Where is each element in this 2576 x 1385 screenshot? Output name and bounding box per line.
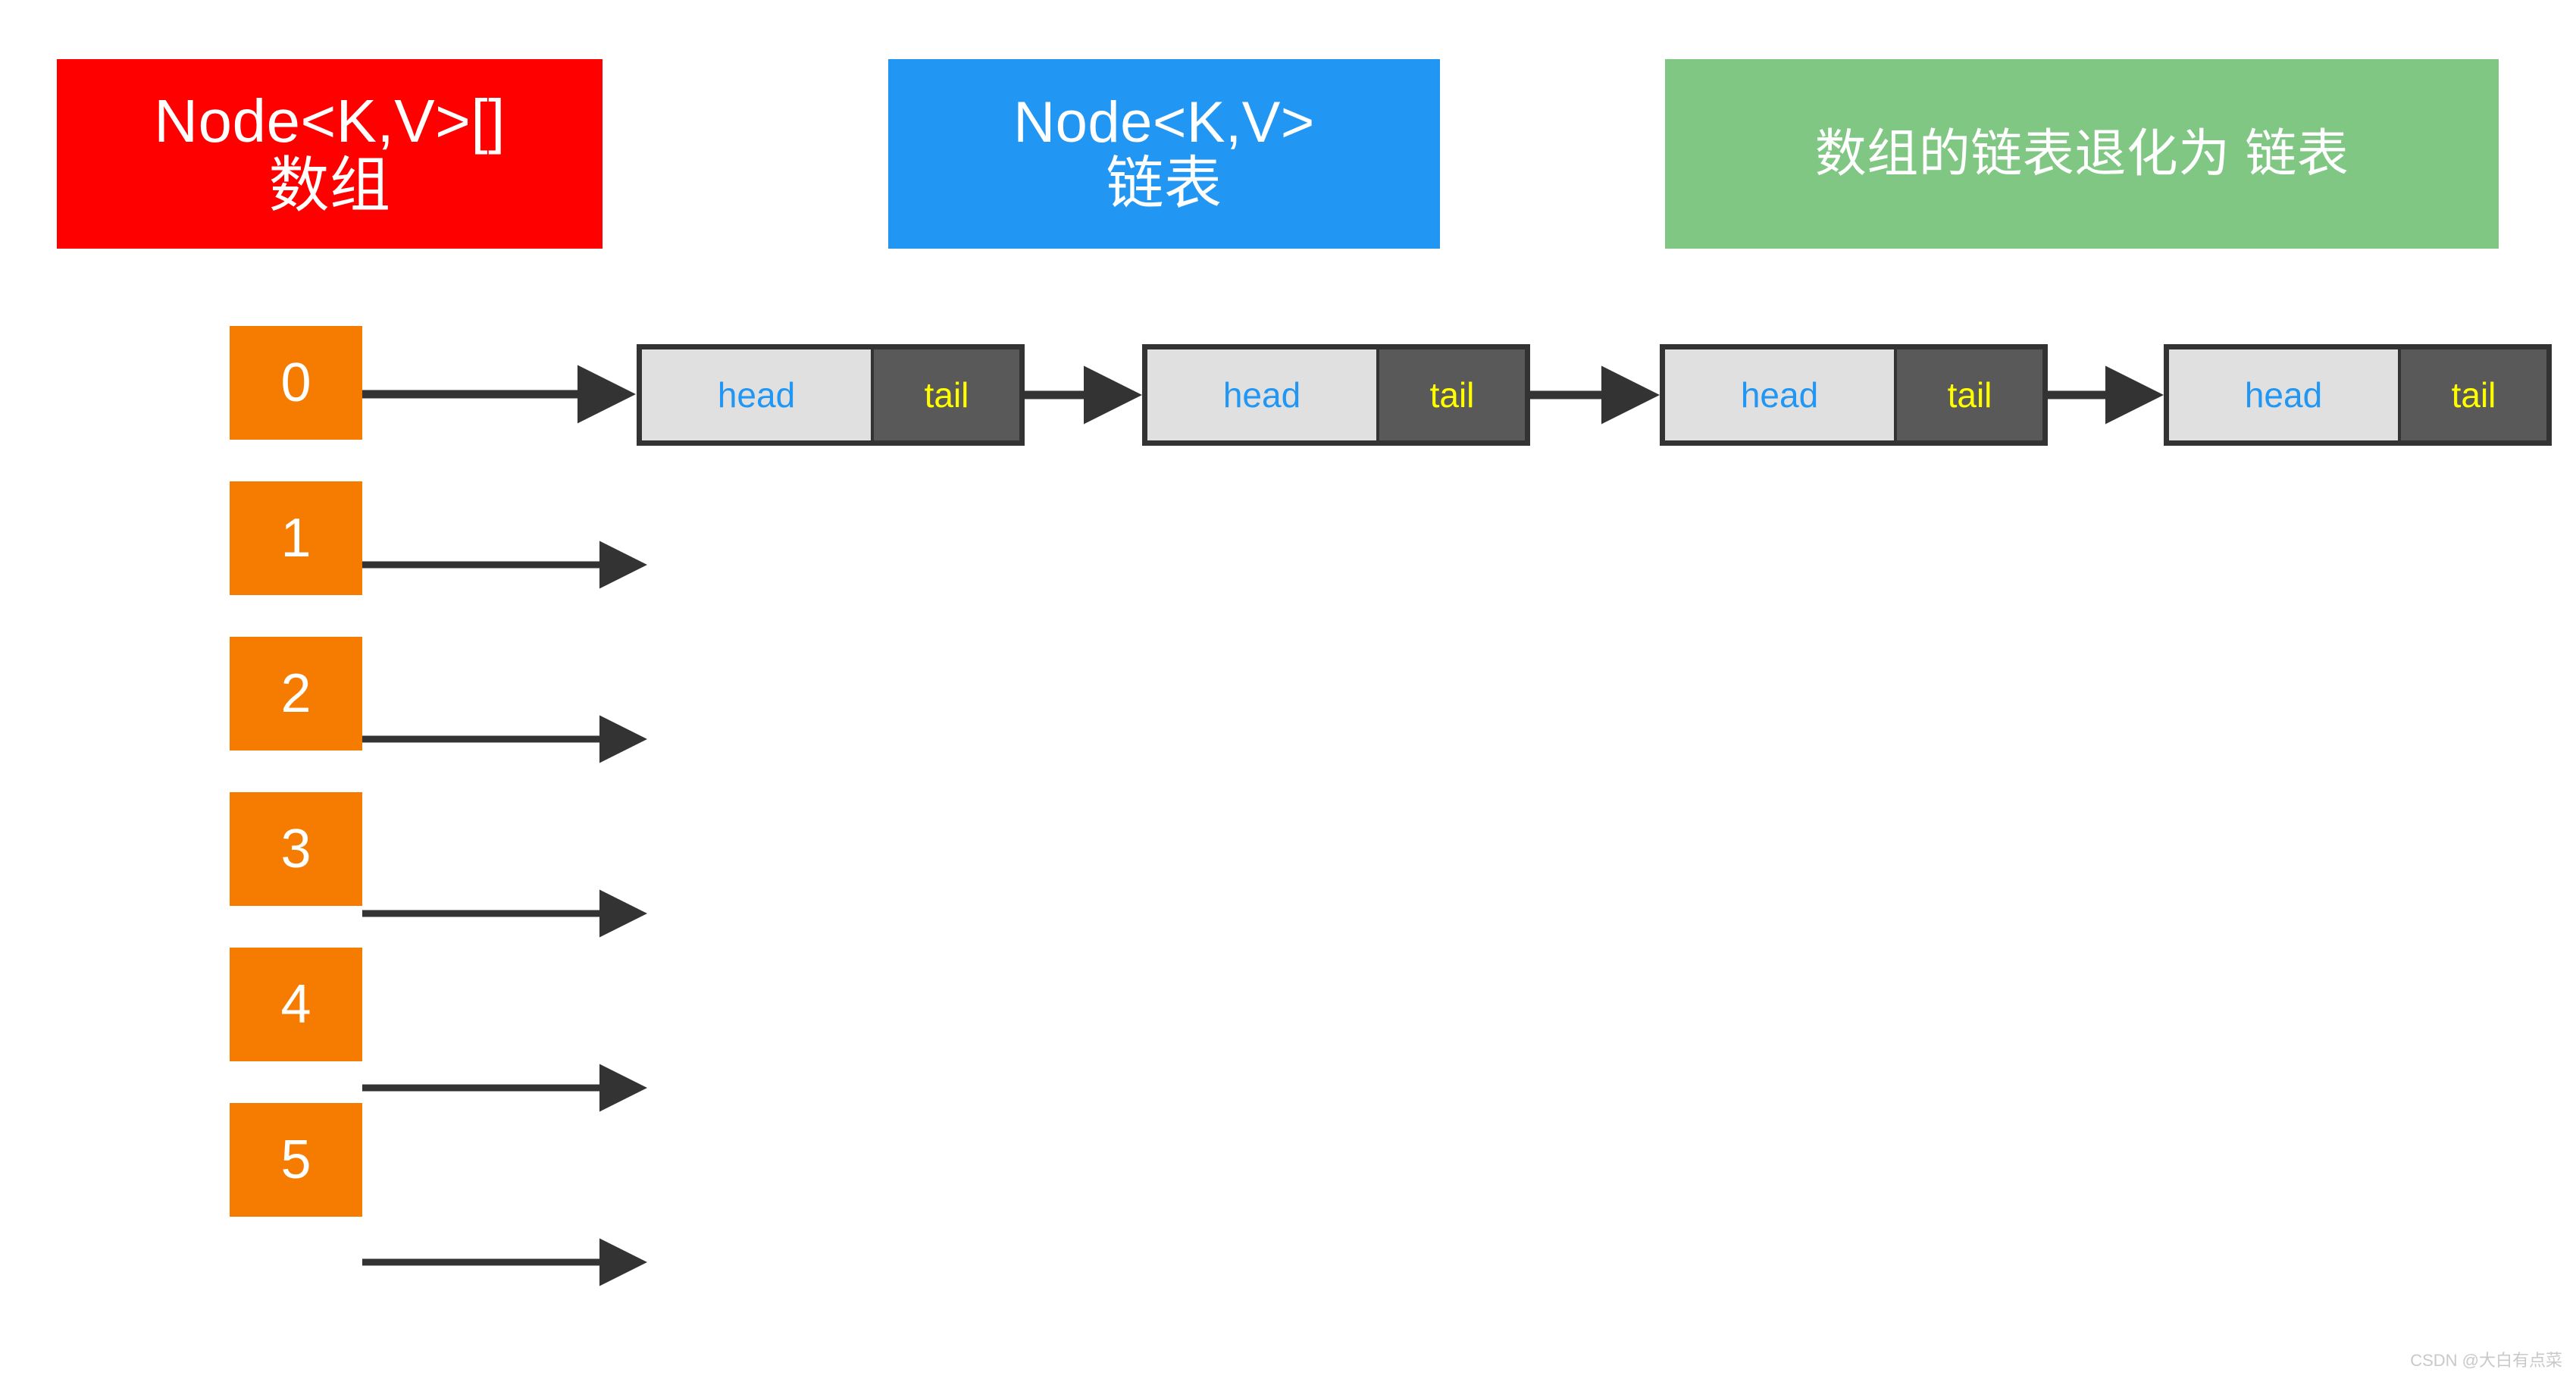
array-index-cell-5: 5 [230,1103,362,1217]
node-head-cell: head [1665,349,1897,440]
array-index-label: 4 [280,974,311,1035]
array-index-cell-0: 0 [230,326,362,440]
legend-array-box: Node<K,V>[] 数组 [57,59,603,249]
linked-list-node-1: head tail [637,344,1025,446]
node-tail-cell: tail [874,349,1019,440]
linked-list-node-3: head tail [1660,344,2048,446]
legend-linkedlist-box: Node<K,V> 链表 [888,59,1440,249]
array-index-cell-3: 3 [230,792,362,906]
legend-degrade-box: 数组的链表退化为 链表 [1665,59,2499,249]
array-index-label: 1 [280,508,311,569]
legend-linkedlist-line1: Node<K,V> [1013,90,1315,155]
linked-list-node-2: head tail [1142,344,1530,446]
node-head-cell: head [642,349,874,440]
legend-array-line1: Node<K,V>[] [154,87,505,155]
array-index-label: 5 [280,1130,311,1190]
array-index-label: 2 [280,663,311,724]
array-index-label: 3 [280,819,311,879]
node-head-cell: head [2169,349,2401,440]
csdn-watermark: CSDN @大白有点菜 [2410,1351,2562,1370]
legend-degrade-line1: 数组的链表退化为 链表 [1814,124,2349,183]
node-tail-cell: tail [1897,349,2042,440]
linked-list-node-4: head tail [2164,344,2552,446]
legend-linkedlist-line2: 链表 [1106,152,1222,216]
array-index-label: 0 [280,353,311,413]
node-tail-cell: tail [1379,349,1525,440]
node-tail-cell: tail [2401,349,2546,440]
node-head-cell: head [1147,349,1379,440]
legend-array-line2: 数组 [268,152,391,219]
array-index-cell-4: 4 [230,948,362,1061]
array-index-cell-2: 2 [230,637,362,750]
array-index-cell-1: 1 [230,481,362,595]
